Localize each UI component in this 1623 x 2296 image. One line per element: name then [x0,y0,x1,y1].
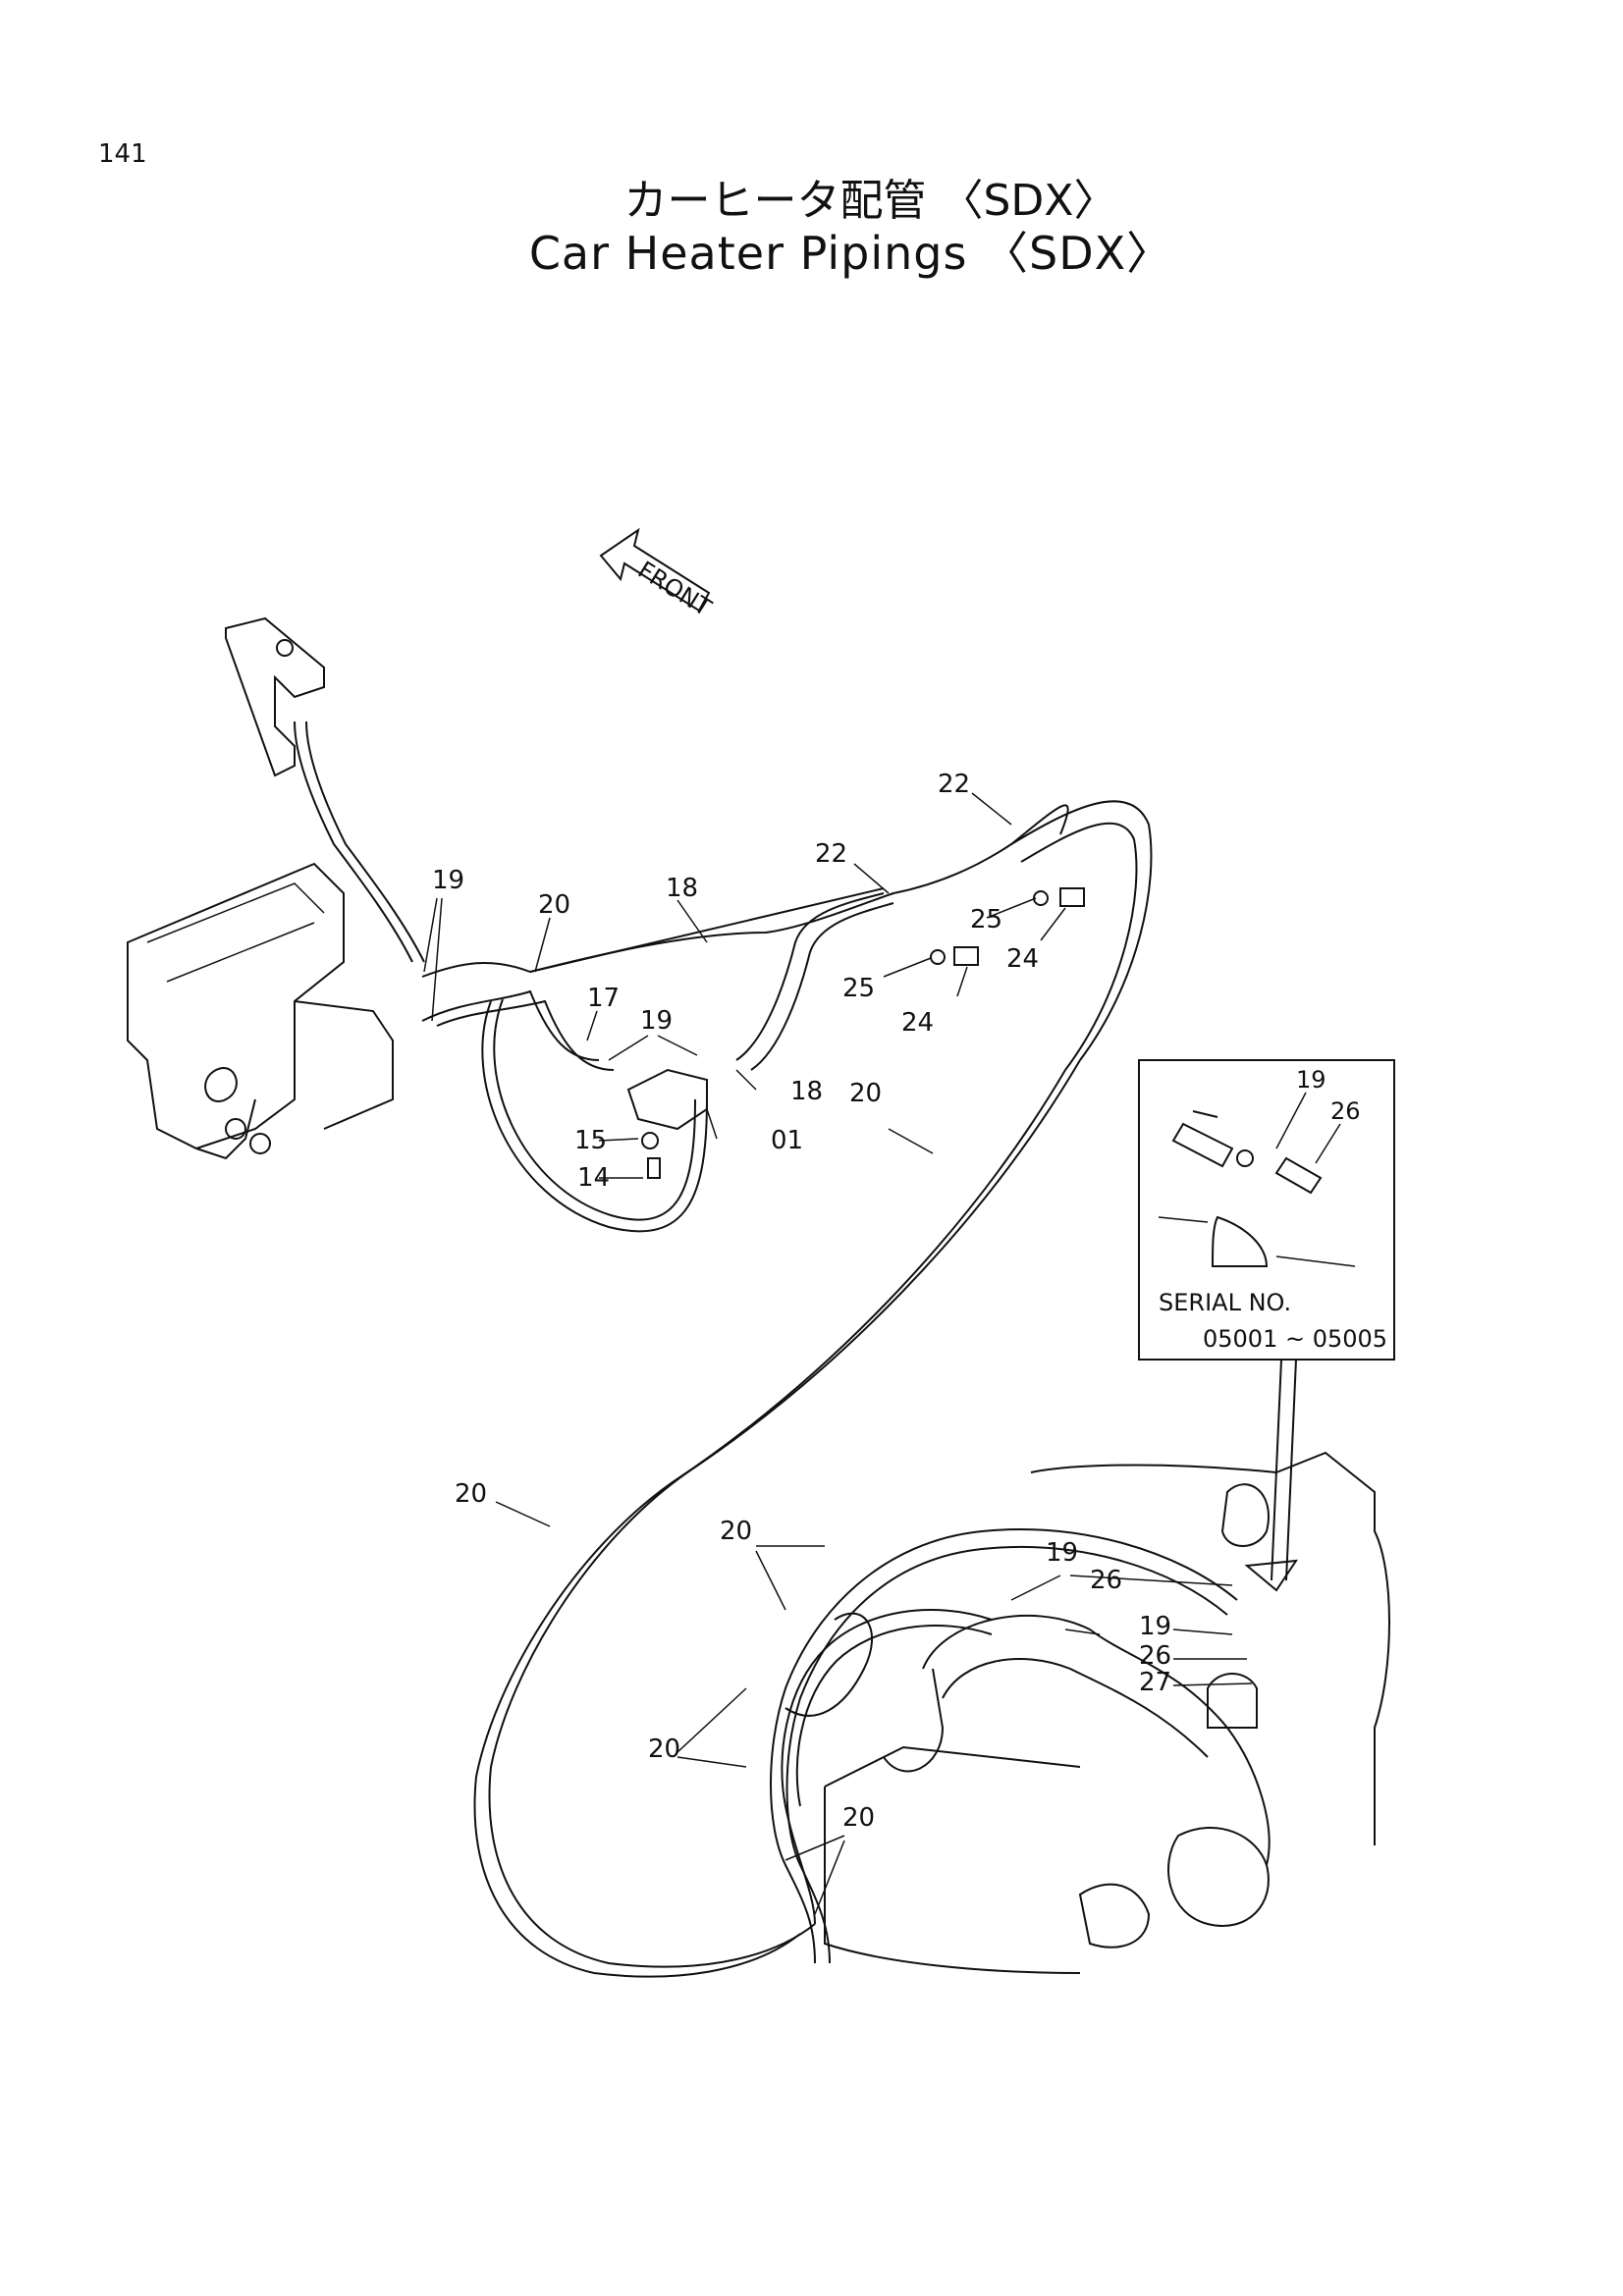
serial-inset: 19 26 SERIAL NO. 05001 ~ 05005 [1138,1059,1395,1592]
callout-26-right: 26 [1139,1641,1171,1671]
callout-01: 01 [771,1126,803,1155]
page-number: 141 [98,139,147,169]
callout-19-left: 19 [432,866,464,895]
callout-19-mid: 19 [640,1006,673,1036]
title-english: Car Heater Pipings 〈SDX〉 [528,227,1173,280]
callout-20-lower-a: 20 [720,1517,752,1546]
callout-20-lower-c: 20 [842,1803,875,1833]
callout-20-mid: 20 [849,1079,882,1108]
title-japanese: カーヒータ配管 〈SDX〉 [623,176,1117,226]
callout-20-upper: 20 [538,890,570,920]
callout-18-upper: 18 [666,874,698,903]
callout-22-upper: 22 [938,770,970,799]
serial-label: SERIAL NO. [1159,1289,1291,1316]
hose-upper [421,800,1153,1978]
front-arrow-icon: FRONT [599,527,716,622]
hose-lower [770,1528,1238,1964]
callout-26-lower: 26 [1090,1566,1122,1595]
engine-block [784,1451,1390,1974]
callout-25-lower: 25 [842,974,875,1003]
callout-19-lower: 19 [1046,1538,1078,1568]
callout-20-lower-b: 20 [648,1735,680,1764]
callout-25-upper: 25 [970,905,1002,934]
heater-unit [127,616,425,1160]
callout-18-lower: 18 [790,1077,823,1106]
callout-22-lower: 22 [815,839,847,869]
serial-range: 05001 ~ 05005 [1203,1325,1387,1353]
callout-17: 17 [587,984,620,1013]
leader-lines [423,792,1253,1915]
callout-24-upper: 24 [1006,944,1039,974]
inset-callout-26: 26 [1330,1097,1361,1125]
callout-24-lower: 24 [901,1008,934,1038]
callout-20-left: 20 [455,1479,487,1509]
callout-14: 14 [577,1163,610,1193]
inset-callout-19: 19 [1296,1066,1326,1094]
callout-27: 27 [1139,1668,1171,1697]
callout-15: 15 [574,1126,607,1155]
callout-19-right: 19 [1139,1612,1171,1641]
